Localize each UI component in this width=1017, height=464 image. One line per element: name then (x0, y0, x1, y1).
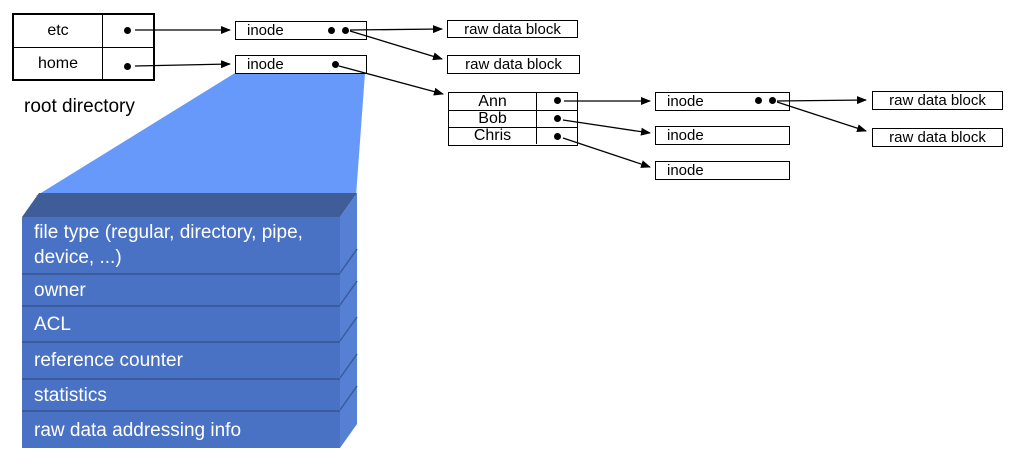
stack-top-bevel (22, 193, 357, 217)
directory-entry-name: home (37, 54, 79, 72)
pointer-arrows (134, 25, 867, 168)
raw-data-block-box: raw data block (872, 128, 1003, 147)
inode-box: inode (235, 55, 367, 74)
directory-entry-name: Ann (478, 92, 507, 110)
pointer-dot (554, 97, 561, 104)
pointer-dot (124, 27, 131, 34)
stack-side-separator-lines (339, 248, 358, 411)
inode-field-owner: owner (22, 273, 340, 305)
arrow-inode1-to-rawblock1 (349, 25, 443, 34)
pointer-cell (102, 15, 153, 47)
pointer-dot (328, 27, 335, 34)
arrow-inode3-to-rawblock4 (776, 101, 867, 133)
inode-field-statistics: statistics (22, 378, 340, 410)
table-row: Ann (449, 93, 577, 110)
inode-box: inode (235, 21, 367, 40)
table-row: home (14, 47, 153, 79)
table-row: etc (14, 15, 153, 47)
pointer-cell (536, 111, 577, 127)
raw-data-block-box: raw data block (872, 91, 1003, 110)
directory-entry-name: Chris (473, 127, 512, 144)
directory-entry-name: Bob (478, 110, 507, 127)
pointer-dot (554, 115, 561, 122)
raw-data-block-box: raw data block (447, 55, 580, 74)
arrow-home-to-inode (134, 60, 231, 69)
pointer-cell (536, 93, 577, 110)
inode-field-reference-counter: reference counter (22, 341, 340, 378)
pointer-dot (342, 27, 349, 34)
root-directory-table: etc home (12, 13, 155, 81)
arrow-inode2-to-homedir (338, 65, 444, 96)
pointer-dot (124, 63, 131, 70)
inode-box: inode (655, 161, 790, 180)
inode-field-acl: ACL (22, 305, 340, 341)
root-directory-label: root directory (24, 96, 135, 117)
inode-detail-stack: file type (regular, directory, pipe, dev… (22, 217, 340, 448)
inode-field-file-type: file type (regular, directory, pipe, dev… (22, 217, 340, 273)
arrow-inode3-to-rawblock3 (776, 96, 867, 105)
table-row: Bob (449, 110, 577, 127)
inode-zoom-funnel (36, 73, 365, 196)
table-row: Chris (449, 127, 577, 144)
pointer-dot (769, 97, 776, 104)
inode-box: inode (655, 92, 790, 111)
inode-box: inode (655, 126, 790, 145)
pointer-dot (554, 133, 561, 140)
raw-data-block-box: raw data block (447, 20, 578, 38)
pointer-dot (332, 61, 339, 68)
arrow-inode1-to-rawblock2 (349, 30, 443, 61)
stack-right-bevel (340, 193, 357, 448)
pointer-dot (755, 97, 762, 104)
directory-entry-name: etc (47, 22, 69, 39)
pointer-cell (536, 128, 577, 144)
pointer-cell (102, 48, 153, 79)
home-directory-table: Ann Bob Chris (448, 92, 578, 146)
inode-field-raw-data-addressing: raw data addressing info (22, 410, 340, 448)
